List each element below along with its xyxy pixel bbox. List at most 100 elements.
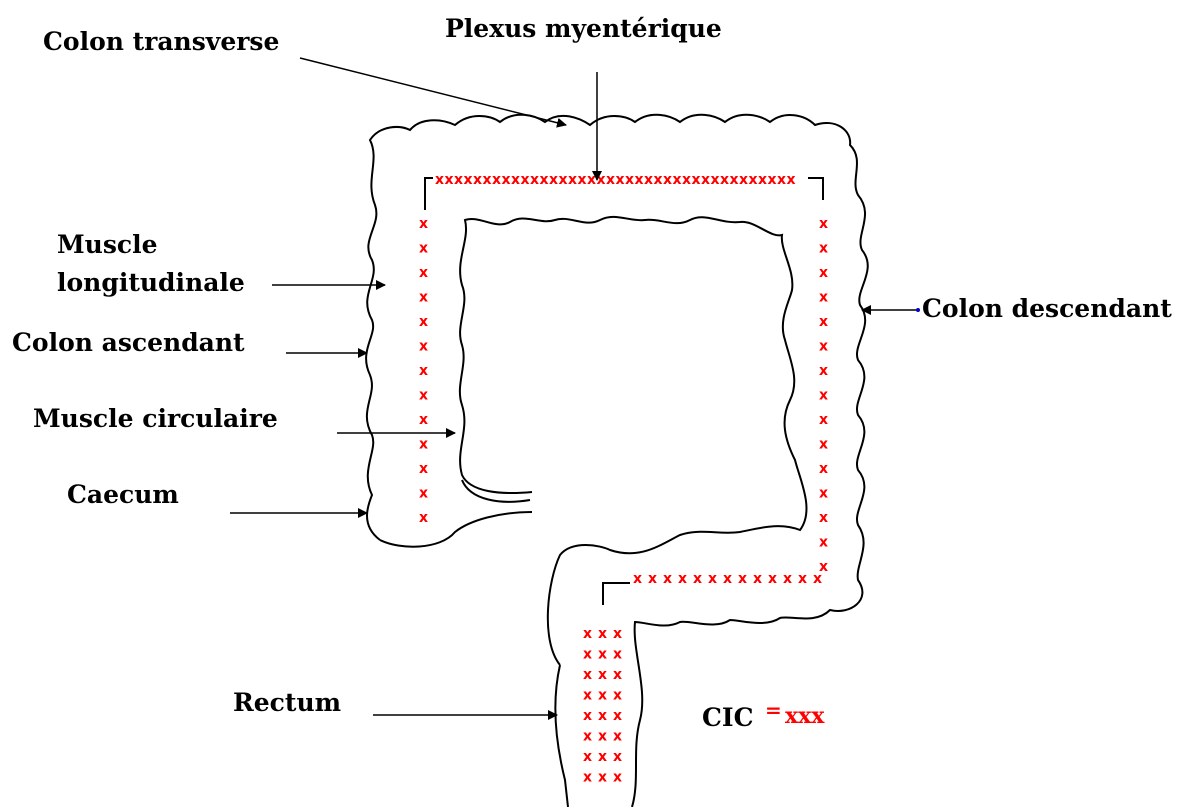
plexus-x-bottom: x	[663, 571, 672, 587]
plexus-x-rectum: x	[583, 647, 592, 663]
caecum-inner-curve	[462, 480, 530, 502]
arrow-colon-descendant-tail	[916, 308, 920, 312]
plexus-x-rectum: x	[613, 647, 622, 663]
plexus-x-bottom: x	[798, 571, 807, 587]
plexus-x-top: x	[682, 172, 691, 188]
plexus-x-top: x	[511, 172, 520, 188]
label-muscle-longitudinale-line1: Muscle	[57, 232, 158, 257]
plexus-x-right: x	[819, 241, 828, 257]
label-colon-descendant: Colon descendant	[922, 296, 1172, 321]
plexus-x-top: x	[720, 172, 729, 188]
plexus-x-right: x	[819, 388, 828, 404]
plexus-x-bottom: x	[708, 571, 717, 587]
plexus-x-left: x	[419, 290, 428, 306]
plexus-x-left: x	[419, 363, 428, 379]
plexus-x-top: x	[454, 172, 463, 188]
plexus-x-top: x	[549, 172, 558, 188]
plexus-marks: xxxxxxxxxxxxxxxxxxxxxxxxxxxxxxxxxxxxxxxx…	[419, 172, 828, 786]
plexus-x-left: x	[419, 437, 428, 453]
plexus-x-top: x	[540, 172, 549, 188]
plexus-x-rectum: x	[613, 708, 622, 724]
plexus-x-top: x	[492, 172, 501, 188]
label-colon-transverse: Colon transverse	[43, 29, 279, 54]
plexus-x-bottom: x	[783, 571, 792, 587]
plexus-x-top: x	[521, 172, 530, 188]
plexus-x-rectum: x	[583, 749, 592, 765]
plexus-x-rectum: x	[598, 688, 607, 704]
label-colon-ascendant: Colon ascendant	[12, 330, 245, 355]
plexus-x-rectum: x	[613, 667, 622, 683]
plexus-x-top: x	[673, 172, 682, 188]
plexus-bracket-lower	[603, 583, 630, 605]
plexus-x-rectum: x	[583, 626, 592, 642]
plexus-x-bottom: x	[768, 571, 777, 587]
plexus-x-bottom: x	[693, 571, 702, 587]
plexus-x-bottom: x	[678, 571, 687, 587]
plexus-x-top: x	[502, 172, 511, 188]
plexus-x-right: x	[819, 363, 828, 379]
plexus-x-rectum: x	[583, 729, 592, 745]
plexus-x-left: x	[419, 510, 428, 526]
plexus-x-top: x	[597, 172, 606, 188]
plexus-x-left: x	[419, 412, 428, 428]
plexus-x-right: x	[819, 216, 828, 232]
plexus-x-right: x	[819, 412, 828, 428]
plexus-x-rectum: x	[583, 688, 592, 704]
rectum-left-edge	[555, 665, 568, 807]
label-plexus-myenterique: Plexus myentérique	[445, 16, 722, 41]
plexus-x-rectum: x	[598, 770, 607, 786]
plexus-x-top: x	[464, 172, 473, 188]
plexus-x-bottom: x	[813, 571, 822, 587]
plexus-x-left: x	[419, 216, 428, 232]
legend-symbol: xxx	[785, 705, 824, 727]
plexus-x-left: x	[419, 314, 428, 330]
plexus-x-top: x	[692, 172, 701, 188]
plexus-x-top: x	[739, 172, 748, 188]
plexus-x-right: x	[819, 339, 828, 355]
colon-outer-wall	[460, 217, 807, 665]
plexus-x-left: x	[419, 486, 428, 502]
label-rectum: Rectum	[233, 690, 341, 715]
plexus-x-top: x	[625, 172, 634, 188]
plexus-x-top: x	[587, 172, 596, 188]
plexus-x-left: x	[419, 461, 428, 477]
plexus-x-rectum: x	[598, 708, 607, 724]
plexus-x-top: x	[483, 172, 492, 188]
plexus-x-rectum: x	[613, 688, 622, 704]
plexus-x-top: x	[730, 172, 739, 188]
plexus-x-top: x	[606, 172, 615, 188]
plexus-x-top: x	[559, 172, 568, 188]
legend-key: CIC	[702, 705, 754, 730]
plexus-x-bottom: x	[738, 571, 747, 587]
plexus-x-top: x	[711, 172, 720, 188]
plexus-x-bottom: x	[633, 571, 642, 587]
plexus-x-top: x	[568, 172, 577, 188]
plexus-x-top: x	[663, 172, 672, 188]
plexus-x-left: x	[419, 339, 428, 355]
label-caecum: Caecum	[67, 482, 179, 507]
plexus-x-rectum: x	[598, 749, 607, 765]
plexus-x-top: x	[635, 172, 644, 188]
plexus-x-bottom: x	[723, 571, 732, 587]
plexus-x-bottom: x	[648, 571, 657, 587]
plexus-x-rectum: x	[613, 729, 622, 745]
plexus-x-top: x	[578, 172, 587, 188]
plexus-x-rectum: x	[598, 647, 607, 663]
plexus-x-top: x	[777, 172, 786, 188]
plexus-x-rectum: x	[613, 770, 622, 786]
plexus-x-top: x	[768, 172, 777, 188]
arrow-colon-transverse	[300, 58, 566, 125]
plexus-x-bottom: x	[753, 571, 762, 587]
plexus-x-left: x	[419, 265, 428, 281]
plexus-bracket-left	[425, 178, 433, 210]
plexus-bracket-right	[808, 178, 823, 200]
plexus-x-right: x	[819, 314, 828, 330]
plexus-x-right: x	[819, 510, 828, 526]
plexus-x-right: x	[819, 437, 828, 453]
plexus-x-top: x	[654, 172, 663, 188]
caecum-lower-edge	[380, 512, 532, 547]
plexus-x-rectum: x	[598, 667, 607, 683]
plexus-x-rectum: x	[583, 667, 592, 683]
plexus-x-rectum: x	[613, 749, 622, 765]
plexus-x-rectum: x	[598, 626, 607, 642]
